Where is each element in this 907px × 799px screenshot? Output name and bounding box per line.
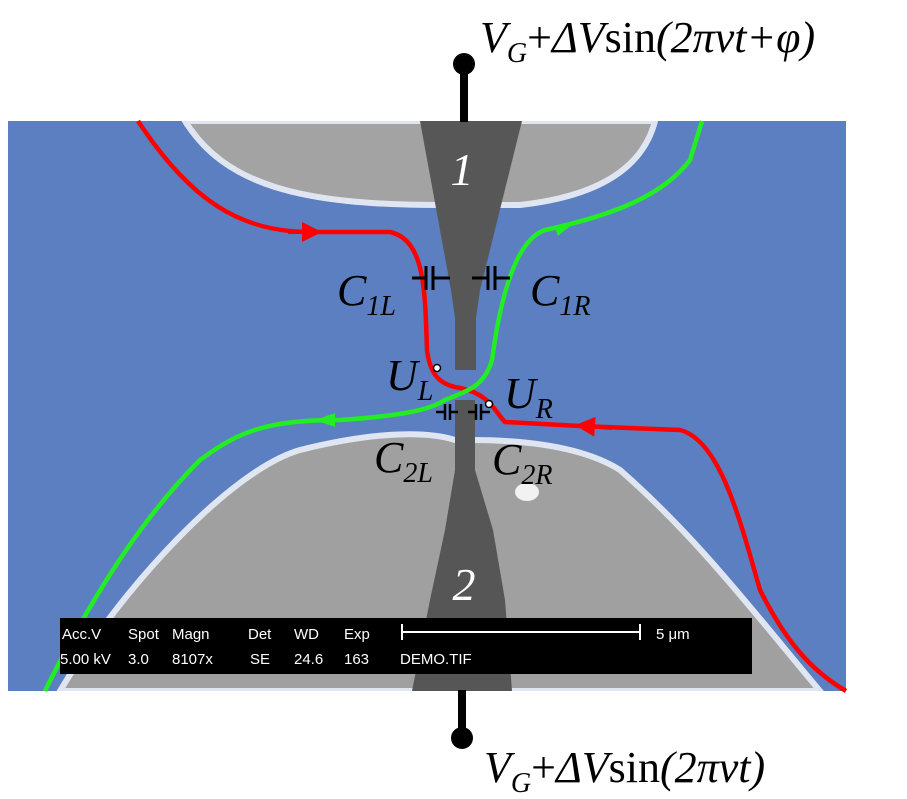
label-c1l: C1L (337, 266, 396, 322)
capacitor-c2r-symbol (468, 404, 490, 420)
label-ur: UR (504, 369, 553, 425)
gate-1-label: 1 (451, 144, 474, 195)
sem-header-det: Det (248, 626, 272, 643)
sem-image (8, 121, 846, 691)
contact-ur-marker (484, 399, 494, 409)
sem-info-background (60, 618, 752, 674)
green-arrow-top (555, 222, 575, 236)
capacitor-c2l-symbol (436, 404, 458, 420)
capacitor-c1l-symbol (412, 266, 450, 290)
sem-header-exp: Exp (344, 626, 370, 643)
red-edge-channel (136, 119, 848, 693)
capacitor-c1r-symbol (472, 266, 510, 290)
sem-info-bar: Acc.V Spot Magn Det WD Exp 5.00 kV 3.0 8… (60, 618, 752, 674)
sem-value-det: SE (250, 651, 270, 668)
top-terminal-dot (453, 53, 475, 75)
sem-value-accv: 5.00 kV (60, 651, 111, 668)
sem-header-wd: WD (294, 626, 319, 643)
red-arrow-bottom (575, 416, 613, 437)
label-c1r: C1R (530, 266, 590, 322)
label-ul: UL (386, 351, 433, 407)
sem-header-accv: Acc.V (62, 626, 101, 643)
sem-value-spot: 3.0 (128, 651, 149, 668)
top-voltage-formula: VG+ΔVsin(2πνt+φ) (480, 13, 815, 69)
surface-particle (515, 483, 539, 501)
green-edge-channel (42, 120, 705, 692)
bottom-voltage-formula: VG+ΔVsin(2πνt) (484, 743, 765, 799)
sem-value-wd: 24.6 (294, 651, 323, 668)
sem-value-filename: DEMO.TIF (400, 651, 472, 668)
sem-scale-bar (401, 624, 641, 640)
sem-value-magn: 8107x (172, 651, 213, 668)
label-c2r: C2R (492, 435, 552, 491)
sem-value-exp: 163 (344, 651, 369, 668)
contact-ul-marker (432, 363, 442, 373)
green-arrow-bottom (315, 413, 335, 427)
gate-2-label: 2 (453, 559, 476, 610)
sem-header-magn: Magn (172, 626, 210, 643)
sem-scale-label: 5 μm (656, 626, 690, 643)
gate-1-finger (420, 121, 522, 370)
bottom-terminal-dot (451, 727, 473, 749)
label-c2l: C2L (374, 433, 433, 489)
sem-header-spot: Spot (128, 626, 160, 643)
